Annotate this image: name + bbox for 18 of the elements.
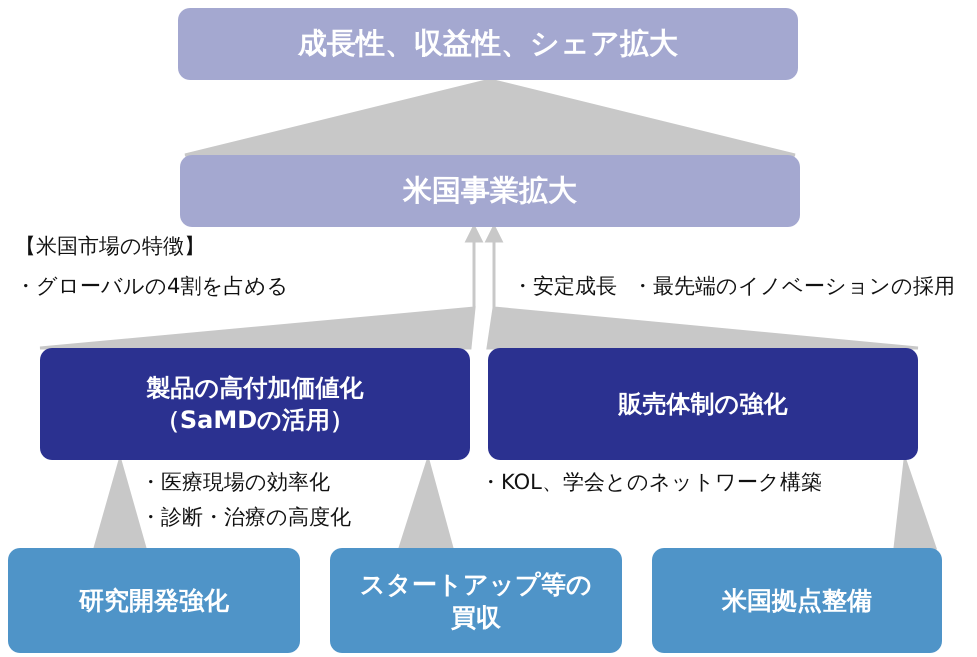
goal-box: 成長性、収益性、シェア拡大 <box>178 8 798 80</box>
chevron-arrow <box>38 226 484 350</box>
measure-box: 販売体制の強化 <box>488 348 918 460</box>
strategy-box: 米国事業拡大 <box>180 155 800 227</box>
chevron-arrow <box>893 458 938 550</box>
section-heading: 【米国市場の特徴】 <box>15 233 205 260</box>
bullet-note: ・安定成長 <box>512 273 617 300</box>
bullet-note: ・グローバルの4割を占める <box>15 273 288 300</box>
action-box: 研究開発強化 <box>8 548 300 653</box>
bullet-note: ・医療現場の効率化 <box>140 469 330 496</box>
bullet-note: ・最先端のイノベーションの採用 <box>632 273 955 300</box>
chevron-arrow <box>486 226 920 350</box>
bullet-note: ・診断・治療の高度化 <box>140 504 351 531</box>
action-box: 米国拠点整備 <box>652 548 942 653</box>
bullet-note: ・KOL、学会とのネットワーク構築 <box>480 469 822 496</box>
action-box: スタートアップ等の買収 <box>330 548 622 653</box>
measure-box: 製品の高付加価値化（SaMDの活用） <box>40 348 470 460</box>
chevron-arrow <box>184 78 796 156</box>
